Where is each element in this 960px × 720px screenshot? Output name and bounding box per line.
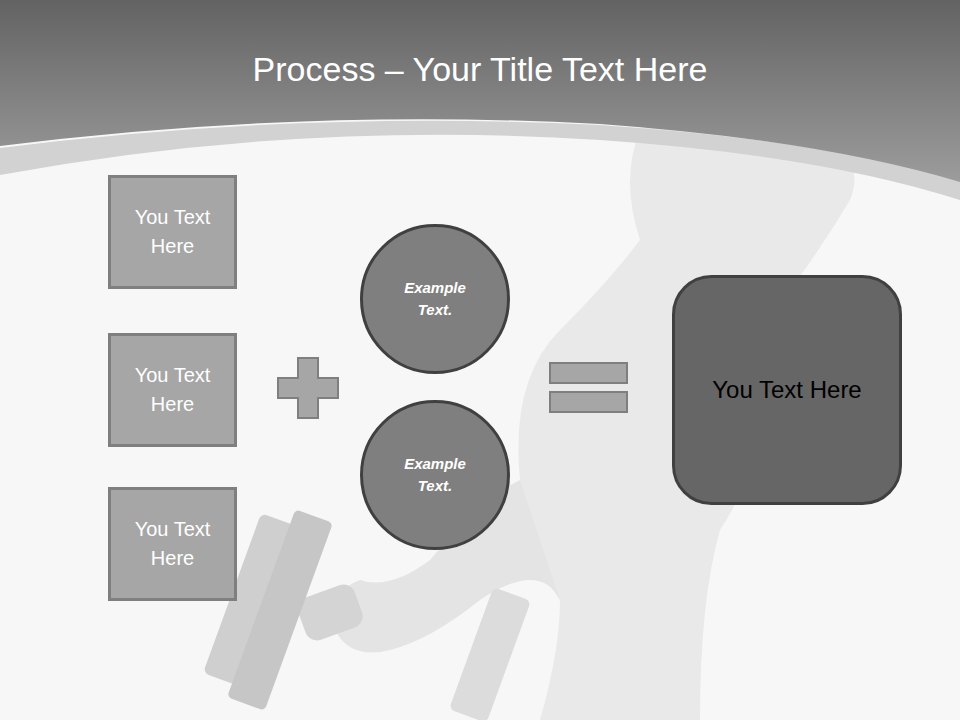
text-box: You Text Here — [108, 333, 237, 447]
node-text: Example Text. — [390, 453, 480, 497]
text-box: You Text Here — [108, 175, 237, 289]
node-text: Example Text. — [390, 277, 480, 321]
node-text: You Text Here — [118, 515, 227, 573]
node-outline — [360, 400, 510, 550]
node-outline — [108, 487, 237, 601]
example-circle: Example Text. — [360, 400, 510, 550]
node-outline — [360, 224, 510, 374]
result-box: You Text Here — [672, 275, 902, 505]
node-text: You Text Here — [712, 373, 861, 408]
slide-title: Process – Your Title Text Here — [0, 50, 960, 89]
node-outline — [108, 333, 237, 447]
node-text: You Text Here — [118, 203, 227, 261]
equals-symbol — [550, 363, 627, 412]
example-circle: Example Text. — [360, 224, 510, 374]
text-box: You Text Here — [108, 487, 237, 601]
plus-symbol — [278, 358, 338, 418]
node-outline — [108, 175, 237, 289]
node-text: You Text Here — [118, 361, 227, 419]
